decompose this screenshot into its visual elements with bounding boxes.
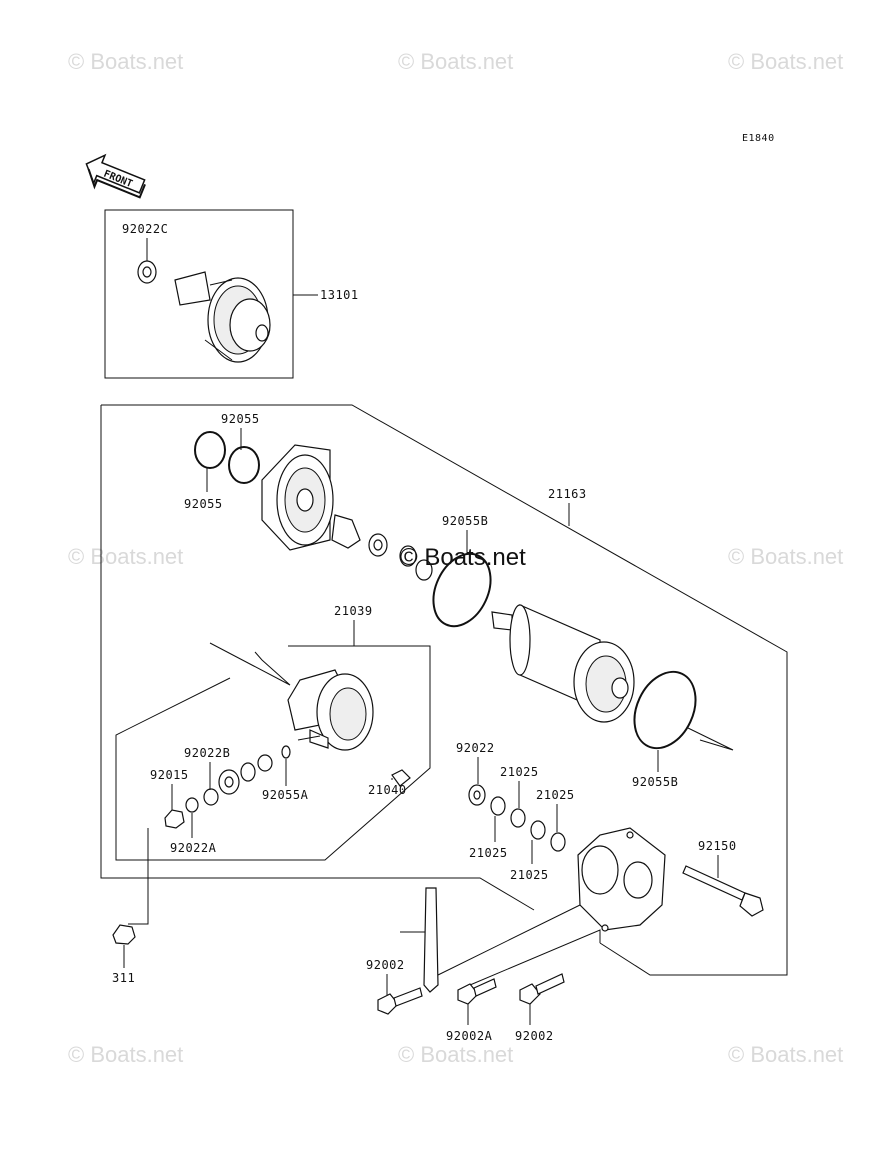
washer — [399, 545, 417, 567]
gear-housing — [577, 827, 666, 932]
washer-92022B — [203, 788, 219, 806]
part-label-21040: 21040 — [368, 783, 407, 797]
o-ring-92055B-lower — [633, 670, 697, 750]
bolt-92002-right — [519, 973, 565, 1005]
part-label-92150: 92150 — [698, 839, 737, 853]
o-ring-92055 — [194, 431, 226, 469]
part-label-92022C: 92022C — [122, 222, 168, 236]
washer-21025 — [550, 832, 566, 852]
part-label-92022: 92022 — [456, 741, 495, 755]
leader-line — [209, 642, 291, 686]
part-label-92015: 92015 — [150, 768, 189, 782]
starter-clutch-13101 — [174, 271, 271, 363]
nut-311 — [112, 924, 136, 945]
part-label-92002-left: 92002 — [366, 958, 405, 972]
washer-21025 — [510, 808, 526, 828]
part-label-311: 311 — [112, 971, 135, 985]
part-label-92055A: 92055A — [262, 788, 309, 802]
part-label-92055B-bottom: 92055B — [632, 775, 678, 789]
long-bolt-92150 — [682, 865, 764, 917]
retaining-pin — [423, 887, 439, 993]
leader-line — [128, 828, 149, 925]
part-label-92002A: 92002A — [446, 1029, 493, 1043]
sub-assembly-box-13101 — [104, 209, 294, 379]
part-label-21163: 21163 — [548, 487, 587, 501]
part-label-21025-b: 21025 — [536, 788, 575, 802]
part-label-92055B-top: 92055B — [442, 514, 488, 528]
brush-holder — [287, 669, 374, 751]
leader-line — [687, 727, 734, 751]
part-label-92002-right: 92002 — [515, 1029, 554, 1043]
center-watermark: © Boats.net — [400, 544, 526, 571]
part-label-21025-a: 21025 — [500, 765, 539, 779]
part-label-92022B: 92022B — [184, 746, 230, 760]
leader-line — [437, 904, 601, 986]
brush-plate — [331, 514, 361, 549]
nut-92015 — [164, 809, 185, 829]
washer-21025 — [490, 796, 506, 816]
washer-hole — [373, 539, 383, 551]
watermark: © Boats.net — [68, 49, 183, 74]
washer — [257, 754, 273, 772]
part-label-92022A: 92022A — [170, 841, 217, 855]
watermark-group: © Boats.net © Boats.net © Boats.net © Bo… — [68, 49, 843, 1067]
washer-hole — [142, 266, 152, 278]
part-label-92055-top: 92055 — [221, 412, 260, 426]
watermark: © Boats.net — [728, 1042, 843, 1067]
diagram-code: E1840 — [742, 133, 775, 144]
end-cover — [261, 444, 334, 551]
watermark: © Boats.net — [68, 1042, 183, 1067]
washer-21025 — [530, 820, 546, 840]
washer-hole — [473, 790, 481, 800]
o-ring-92055 — [228, 446, 260, 484]
o-ring-92055A — [281, 745, 291, 759]
bolt-92002A — [457, 978, 497, 1005]
motor-yoke — [491, 604, 635, 723]
watermark: © Boats.net — [728, 544, 843, 569]
washer — [240, 762, 256, 782]
front-arrow-icon: FRONT — [85, 153, 146, 199]
washer — [415, 559, 433, 581]
watermark: © Boats.net — [728, 49, 843, 74]
assembly-outline-21163 — [100, 404, 788, 976]
part-label-13101: 13101 — [320, 288, 359, 302]
brush-spring-21040 — [391, 769, 411, 787]
bolt-92002 — [377, 987, 423, 1015]
part-label-21039: 21039 — [334, 604, 373, 618]
sub-assembly-box-21039 — [115, 645, 431, 861]
part-label-21025-c: 21025 — [469, 846, 508, 860]
washer-hole — [224, 776, 234, 788]
washer-92022A — [185, 797, 199, 813]
watermark: © Boats.net — [68, 544, 183, 569]
part-label-21025-d: 21025 — [510, 868, 549, 882]
o-ring-92055B — [432, 552, 492, 628]
part-label-92055-bottom: 92055 — [184, 497, 223, 511]
watermark: © Boats.net — [398, 1042, 513, 1067]
watermark: © Boats.net — [398, 49, 513, 74]
